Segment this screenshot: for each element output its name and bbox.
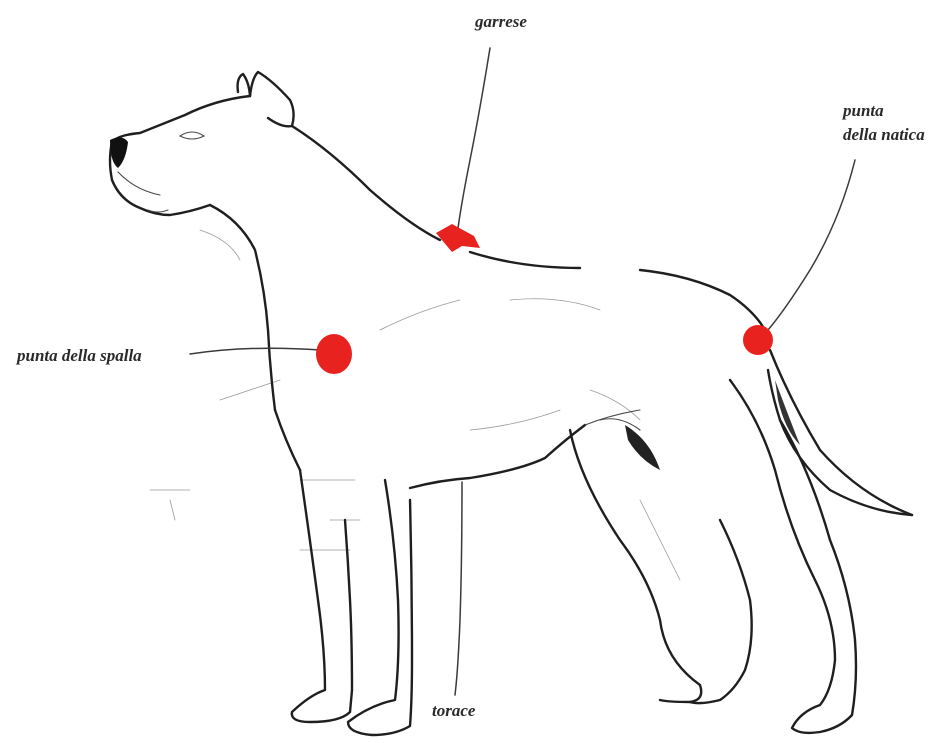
label-buttock-line1: punta (843, 101, 884, 121)
label-shoulder: punta della spalla (17, 346, 142, 366)
shoulder-point-marker (316, 334, 352, 374)
buttock-point-marker (743, 325, 773, 355)
front-leg-near-front (345, 520, 352, 690)
dog-outline (110, 72, 912, 735)
withers-arrow-marker (436, 224, 480, 252)
front-leg-far (348, 480, 412, 735)
label-chest: torace (432, 701, 475, 721)
hind-leg-far (570, 430, 701, 702)
lip (118, 172, 160, 195)
neck-top (292, 126, 440, 240)
eye (180, 132, 204, 139)
label-withers: garrese (475, 12, 527, 32)
back-line (470, 252, 580, 268)
ear-right (250, 72, 294, 126)
leader-buttock (768, 160, 855, 330)
leader-lines (190, 48, 855, 695)
front-leg-near-back (292, 470, 352, 722)
belly (410, 425, 585, 488)
ear-left (238, 74, 250, 96)
nose (110, 137, 128, 168)
leader-shoulder (190, 348, 320, 354)
front-chest (275, 410, 300, 470)
sketch-shading (150, 230, 680, 580)
leader-chest (455, 482, 462, 695)
leader-withers (458, 48, 490, 228)
label-buttock-line2: della natica (843, 125, 925, 145)
hind-leg-far-front (690, 520, 752, 703)
throat (210, 205, 275, 410)
thigh-shading (625, 425, 660, 470)
